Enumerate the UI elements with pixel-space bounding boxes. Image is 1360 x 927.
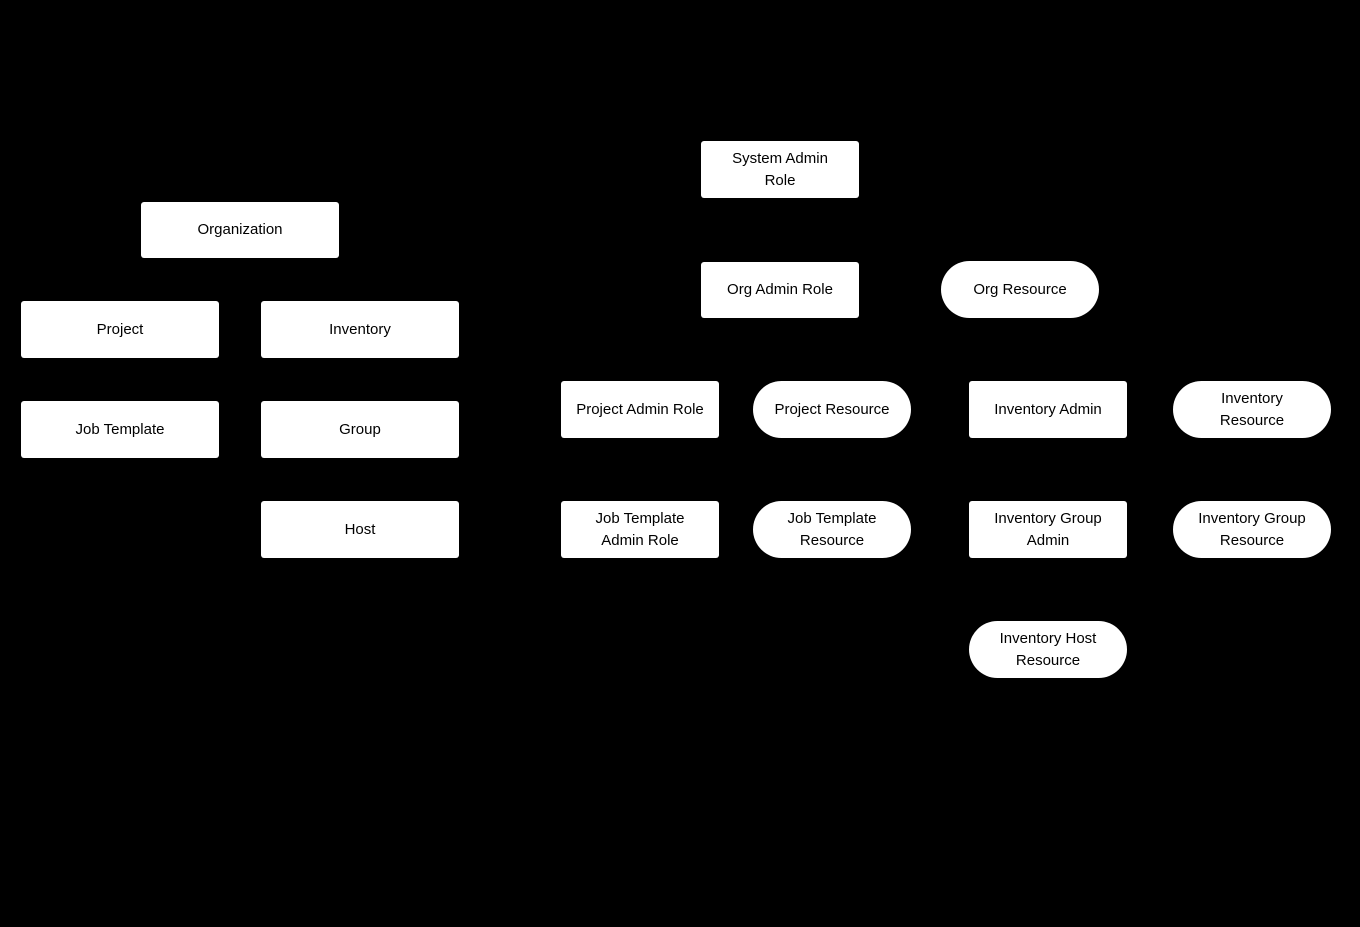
node-project-admin-role: Project Admin Role [561,381,719,438]
node-org-admin-role: Org Admin Role [701,262,859,318]
node-inventory-admin: Inventory Admin [969,381,1127,438]
node-group: Group [261,401,459,458]
node-job-template-resource: Job Template Resource [753,501,911,558]
node-project-resource: Project Resource [753,381,911,438]
node-inventory-group-resource: Inventory Group Resource [1173,501,1331,558]
node-job-template: Job Template [21,401,219,458]
node-host: Host [261,501,459,558]
node-inventory-resource: Inventory Resource [1173,381,1331,438]
node-inventory-host-resource: Inventory Host Resource [969,621,1127,678]
node-system-admin-role: System Admin Role [701,141,859,198]
node-inventory: Inventory [261,301,459,358]
node-org-resource: Org Resource [941,261,1099,318]
node-job-template-admin-role: Job Template Admin Role [561,501,719,558]
node-inventory-group-admin: Inventory Group Admin [969,501,1127,558]
node-organization: Organization [141,202,339,258]
node-project: Project [21,301,219,358]
